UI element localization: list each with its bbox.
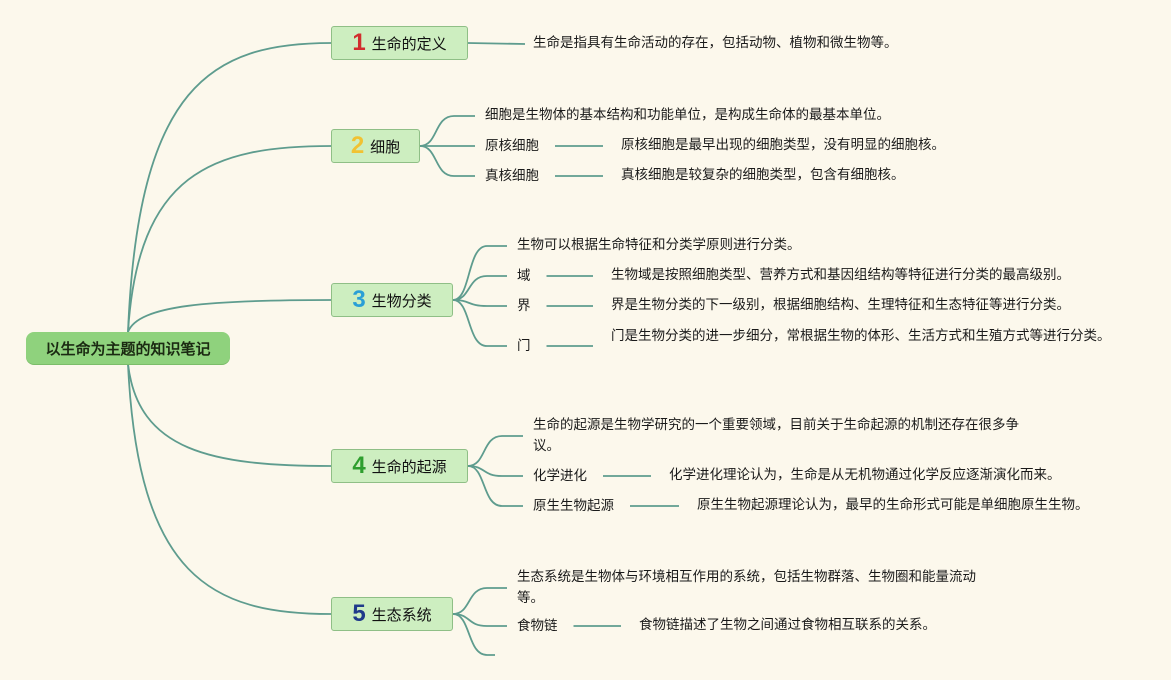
topic-node-3[interactable]: 3 生物分类 bbox=[331, 283, 453, 317]
item-key[interactable]: 门 bbox=[517, 338, 531, 354]
item-text[interactable]: 生物可以根据生命特征和分类学原则进行分类。 bbox=[517, 237, 801, 253]
topic-node-1[interactable]: 1 生命的定义 bbox=[331, 26, 468, 60]
item-line bbox=[419, 115, 475, 147]
topic-label: 生命的定义 bbox=[371, 34, 447, 53]
root-node[interactable]: 以生命为主题的知识笔记 bbox=[26, 332, 230, 364]
item-text[interactable]: 原核细胞是最早出现的细胞类型，没有明显的细胞核。 bbox=[621, 137, 945, 153]
item-line bbox=[452, 299, 507, 307]
item-line bbox=[452, 613, 507, 627]
item-line bbox=[467, 435, 523, 467]
topic-node-5[interactable]: 5 生态系统 bbox=[331, 597, 453, 631]
topic-number: 2 bbox=[350, 132, 365, 159]
item-key[interactable]: 原生生物起源 bbox=[533, 498, 614, 514]
item-key[interactable]: 化学进化 bbox=[533, 468, 587, 484]
topic-label: 生物分类 bbox=[371, 291, 432, 310]
item-text[interactable]: 原生生物起源理论认为，最早的生命形式可能是单细胞原生生物。 bbox=[697, 497, 1089, 513]
topic-label: 细胞 bbox=[370, 137, 401, 156]
item-text[interactable]: 界是生物分类的下一级别，根据细胞结构、生理特征和生态特征等进行分类。 bbox=[611, 297, 1070, 313]
item-key[interactable]: 界 bbox=[517, 298, 531, 314]
item-line bbox=[452, 613, 495, 656]
root-branch-line bbox=[127, 299, 332, 333]
item-line bbox=[452, 275, 507, 301]
root-branch-line bbox=[127, 42, 332, 333]
item-key[interactable]: 原核细胞 bbox=[485, 138, 539, 154]
topic-label: 生态系统 bbox=[371, 605, 432, 624]
topic-number: 1 bbox=[352, 29, 366, 56]
item-key[interactable]: 域 bbox=[517, 268, 531, 284]
item-line bbox=[452, 245, 507, 301]
item-line bbox=[467, 42, 526, 45]
item-text[interactable]: 细胞是生物体的基本结构和功能单位，是构成生命体的最基本单位。 bbox=[485, 107, 890, 123]
item-line bbox=[452, 587, 507, 615]
item-text[interactable]: 生态系统是生物体与环境相互作用的系统，包括生物群落、生物圈和能量流动等。 bbox=[517, 569, 976, 606]
item-text[interactable]: 化学进化理论认为，生命是从无机物通过化学反应逐渐演化而来。 bbox=[669, 467, 1061, 483]
item-line bbox=[452, 299, 507, 347]
item-text[interactable]: 门是生物分类的进一步细分，常根据生物的体形、生活方式和生殖方式等进行分类。 bbox=[611, 328, 1111, 344]
item-line bbox=[467, 465, 523, 507]
root-branch-line bbox=[127, 145, 332, 333]
topic-number: 4 bbox=[352, 452, 366, 479]
item-text[interactable]: 食物链描述了生物之间通过食物相互联系的关系。 bbox=[639, 617, 936, 633]
item-key[interactable]: 食物链 bbox=[517, 618, 558, 634]
topic-node-4[interactable]: 4 生命的起源 bbox=[331, 449, 468, 483]
topic-number: 3 bbox=[352, 286, 366, 313]
topic-number: 5 bbox=[352, 600, 366, 627]
item-line bbox=[419, 145, 475, 177]
topic-node-2[interactable]: 2 细胞 bbox=[331, 129, 420, 163]
item-text[interactable]: 生命的起源是生物学研究的一个重要领域，目前关于生命起源的机制还存在很多争议。 bbox=[533, 417, 1019, 454]
root-branch-line bbox=[127, 363, 332, 615]
item-text[interactable]: 真核细胞是较复杂的细胞类型，包含有细胞核。 bbox=[621, 167, 905, 183]
item-text[interactable]: 生命是指具有生命活动的存在，包括动物、植物和微生物等。 bbox=[533, 35, 898, 51]
item-text[interactable]: 生物域是按照细胞类型、营养方式和基因组结构等特征进行分类的最高级别。 bbox=[611, 267, 1070, 283]
topic-label: 生命的起源 bbox=[371, 457, 447, 476]
root-branch-line bbox=[127, 363, 332, 467]
item-key[interactable]: 真核细胞 bbox=[485, 168, 539, 184]
